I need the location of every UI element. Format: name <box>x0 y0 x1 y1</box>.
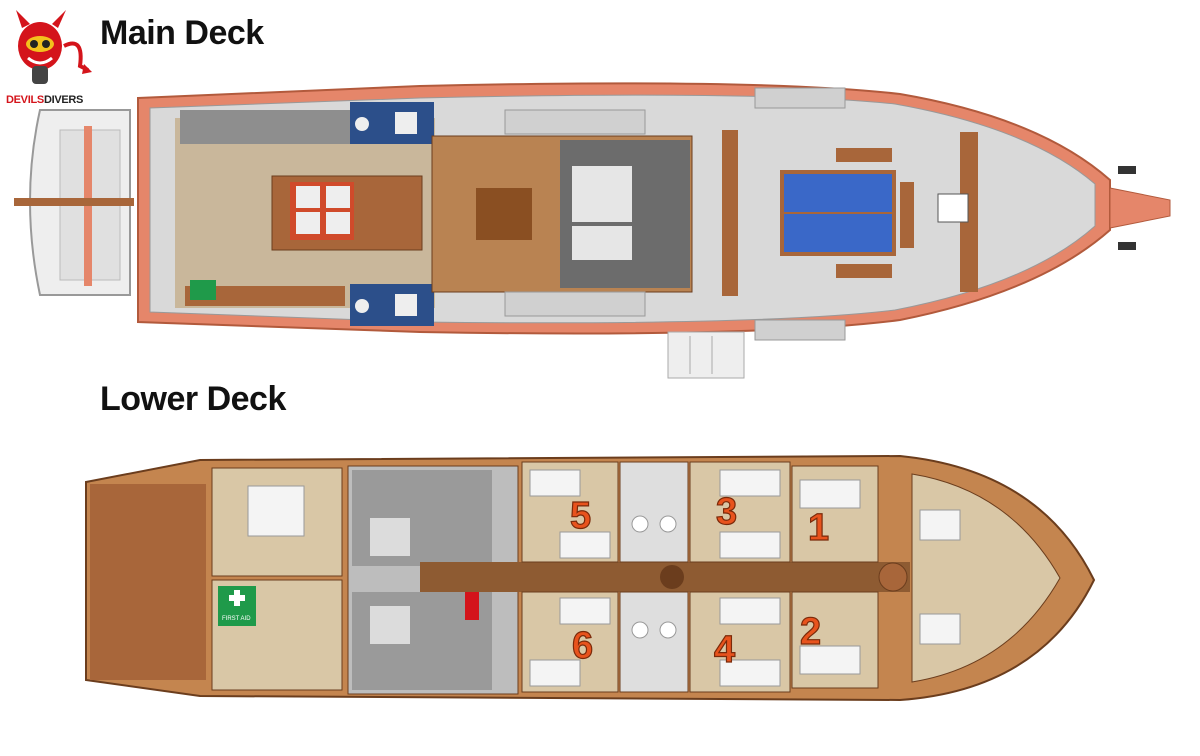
first-aid-kit-main <box>190 280 216 300</box>
boarding-steps <box>667 331 745 379</box>
cabin-3-number: 3 <box>716 491 737 533</box>
cabin-6-number: 6 <box>572 625 593 667</box>
logo: DEVILSDIVERS <box>4 6 94 106</box>
lower-deck-title: Lower Deck <box>100 380 286 418</box>
ensuite-heads-top <box>619 461 689 563</box>
logo-wordmark: DEVILSDIVERS <box>6 94 83 106</box>
mast-boom <box>722 130 738 296</box>
cabin-1-number: 1 <box>808 507 829 549</box>
sun-lounge-top <box>784 174 892 212</box>
cabin-5-number: 5 <box>570 495 591 537</box>
cabin-2-number: 2 <box>800 611 821 653</box>
logo-word-divers: DIVERS <box>43 94 84 106</box>
bench-row-top <box>504 109 646 135</box>
lower-deck-plan: FIRST AID 5 3 1 6 4 2 <box>85 454 1096 702</box>
lazarette <box>90 484 206 680</box>
ensuite-heads-bottom <box>619 591 689 693</box>
devil-diver-mascot-icon <box>16 10 92 84</box>
dinghy <box>14 109 134 296</box>
galley-counter <box>180 110 350 144</box>
logo-word-devils: DEVILS <box>6 94 44 106</box>
bench-row-bottom <box>504 291 646 317</box>
cabin-4-number: 4 <box>714 629 735 671</box>
first-aid-label: FIRST AID <box>222 616 251 622</box>
main-deck-title: Main Deck <box>100 14 264 52</box>
sun-lounge-bottom <box>784 214 892 252</box>
main-deck-plan <box>14 82 1171 379</box>
